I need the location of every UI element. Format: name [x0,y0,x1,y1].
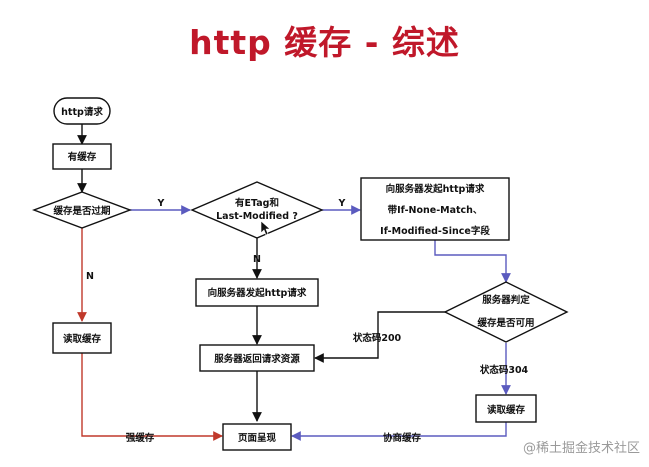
edge-strong-cache [81,353,223,441]
node-send-plain-label: 向服务器发起http请求 [208,287,307,299]
node-read-cache-right-label: 读取缓存 [487,404,526,416]
node-has-cache-label: 有缓存 [68,151,97,163]
node-read-cache-right: 读取缓存 [475,394,537,423]
node-page-render: 页面呈现 [222,423,292,451]
edge-status200 [314,311,446,363]
node-send-cond-line2: 带If-None-Match、 [388,204,483,216]
edge-negotiated-cache [291,422,507,441]
node-page-render-label: 页面呈现 [238,433,277,444]
node-send-cond-line3: If-Modified-Since字段 [380,225,490,237]
node-http-request: http请求 [53,97,111,125]
node-cache-expired-label: 缓存是否过期 [53,205,110,217]
node-etag-decision: 有ETag和 Last-Modified ? [190,181,324,239]
edge-label-negotiated-cache: 协商缓存 [383,432,422,444]
edge-label-expired-no: N [86,271,94,282]
node-http-request-label: http请求 [61,106,103,118]
edge-label-strong-cache: 强缓存 [126,432,155,444]
node-server-judge-line1: 服务器判定 [482,294,530,306]
edge-label-etag-no: N [253,254,261,265]
edge-label-status304: 状态码304 [480,364,529,376]
node-etag-label-line1: 有ETag和 [235,197,279,209]
node-read-cache-left-label: 读取缓存 [63,333,102,345]
node-server-return: 服务器返回请求资源 [199,344,315,372]
node-read-cache-left: 读取缓存 [52,322,112,354]
node-send-conditional-request: 向服务器发起http请求 带If-None-Match、 If-Modified… [360,177,510,241]
node-cache-expired-decision: 缓存是否过期 [32,191,132,229]
watermark: @稀土掘金技术社区 [523,440,640,456]
node-server-judge-decision: 服务器判定 缓存是否可用 [443,281,569,343]
page-title: http 缓存 - 综述 [189,23,460,62]
edge-send-cond-to-judge [434,240,511,283]
edge-label-status200: 状态码200 [353,332,402,344]
edge-label-expired-yes: Y [157,198,165,209]
node-etag-label-line2: Last-Modified ? [216,211,298,222]
node-has-cache: 有缓存 [52,143,112,170]
node-server-judge-line2: 缓存是否可用 [477,317,534,329]
node-send-plain-request: 向服务器发起http请求 [195,278,319,307]
edge-label-etag-yes: Y [338,198,346,209]
mouse-cursor-icon [260,220,271,236]
node-send-cond-line1: 向服务器发起http请求 [386,183,485,195]
node-server-return-label: 服务器返回请求资源 [214,353,300,365]
